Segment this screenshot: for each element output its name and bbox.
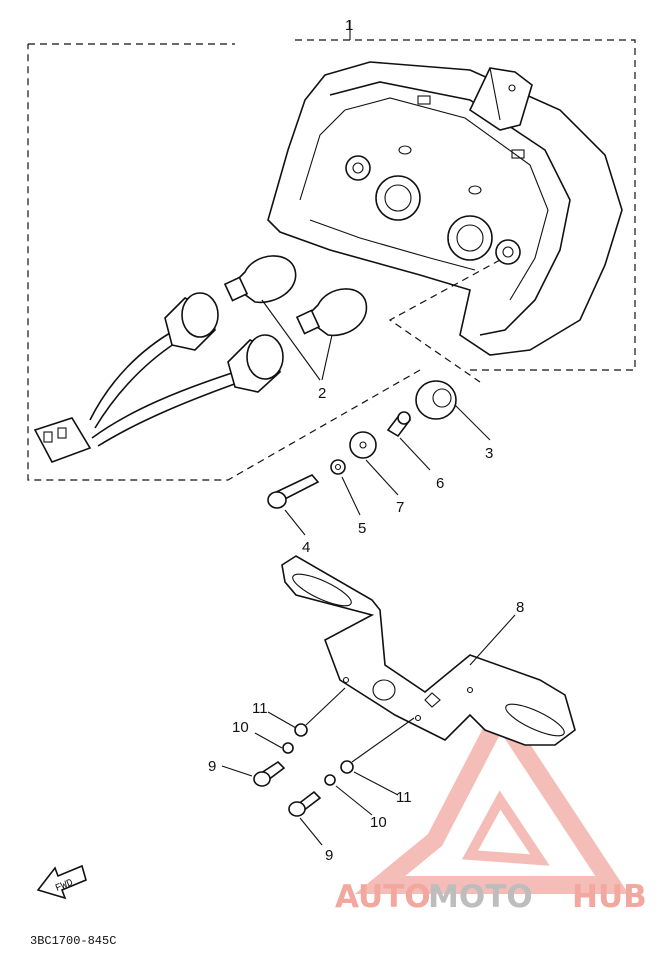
callout-1: 1 bbox=[345, 17, 353, 34]
callout-6: 6 bbox=[436, 475, 444, 492]
callout-10-right: 10 bbox=[370, 814, 387, 831]
callout-3: 3 bbox=[485, 445, 493, 462]
bulbs bbox=[223, 255, 368, 381]
assembly-outline bbox=[27, 20, 636, 481]
watermark-auto: AUTO bbox=[335, 879, 431, 915]
fastener-set bbox=[267, 380, 491, 536]
callout-7: 7 bbox=[396, 499, 404, 516]
watermark-moto: MOTO bbox=[428, 879, 533, 915]
bracket-fasteners bbox=[221, 687, 415, 846]
callout-4: 4 bbox=[302, 539, 310, 556]
watermark-hub: HUB bbox=[572, 879, 647, 915]
callout-9-right: 9 bbox=[325, 847, 333, 864]
callout-labels: 1 2 3 4 5 6 7 8 9 9 10 10 11 11 bbox=[208, 17, 524, 864]
callout-5: 5 bbox=[358, 520, 366, 537]
license-bracket bbox=[281, 555, 576, 746]
watermark-logo bbox=[354, 697, 629, 894]
wire-harness bbox=[33, 292, 284, 463]
callout-8: 8 bbox=[516, 599, 524, 616]
drawing-code: 3BC1700-845C bbox=[30, 934, 116, 948]
watermark-text: AUTO MOTO HUB bbox=[335, 879, 647, 915]
callout-11-left: 11 bbox=[252, 700, 268, 717]
callout-2: 2 bbox=[318, 385, 326, 402]
tail-light-housing bbox=[267, 61, 623, 356]
callout-9-left: 9 bbox=[208, 758, 216, 775]
callout-10-left: 10 bbox=[232, 719, 249, 736]
callout-11-right: 11 bbox=[396, 789, 412, 806]
fwd-arrow: FWD bbox=[36, 864, 87, 900]
